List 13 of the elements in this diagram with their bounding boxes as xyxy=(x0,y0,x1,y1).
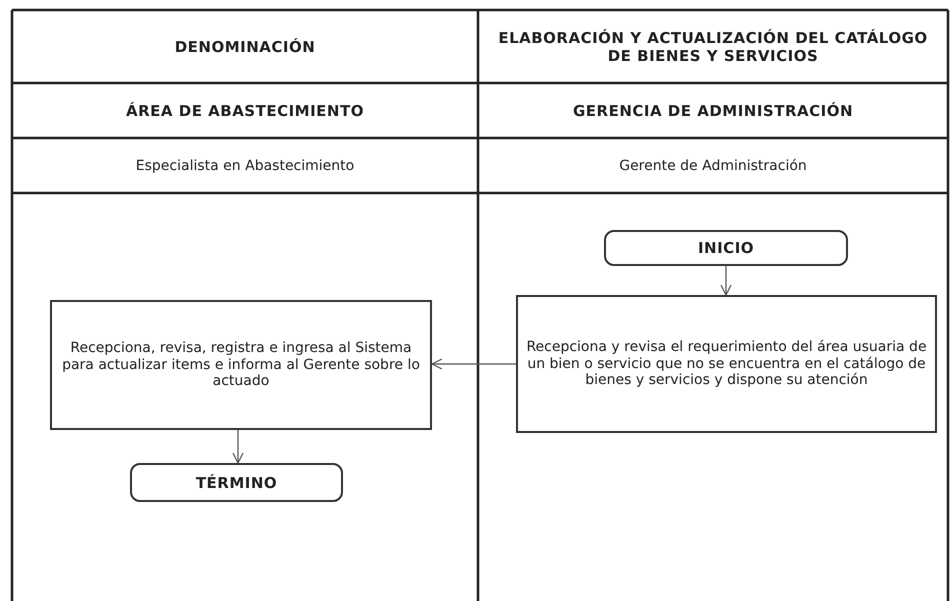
arrow xyxy=(431,358,516,370)
start-terminal: INICIO xyxy=(604,230,848,266)
role-name: Gerente de Administración xyxy=(619,158,807,174)
column-header: DENOMINACIÓN xyxy=(174,38,316,56)
role-name: Especialista en Abastecimiento xyxy=(136,158,354,174)
column-header: ELABORACIÓN Y ACTUALIZACIÓN DEL CATÁLOGO DE BIENES Y SERVICIOS xyxy=(497,28,929,64)
area-name: ÁREA DE ABASTECIMIENTO xyxy=(126,102,364,120)
process-box: Recepciona y revisa el requerimiento del área usuaria de un bien o servicio que no se encuentra en el catálogo de bienes y servicios y dispone su atención xyxy=(516,295,937,433)
arrow xyxy=(720,266,732,296)
end-terminal: TÉRMINO xyxy=(130,463,343,502)
area-name: GERENCIA DE ADMINISTRACIÓN xyxy=(572,102,854,120)
process-box: Recepciona, revisa, registra e ingresa al Sistema para actualizar items e informa al Gerente sobre lo actuado xyxy=(50,300,432,430)
arrow xyxy=(232,430,244,464)
